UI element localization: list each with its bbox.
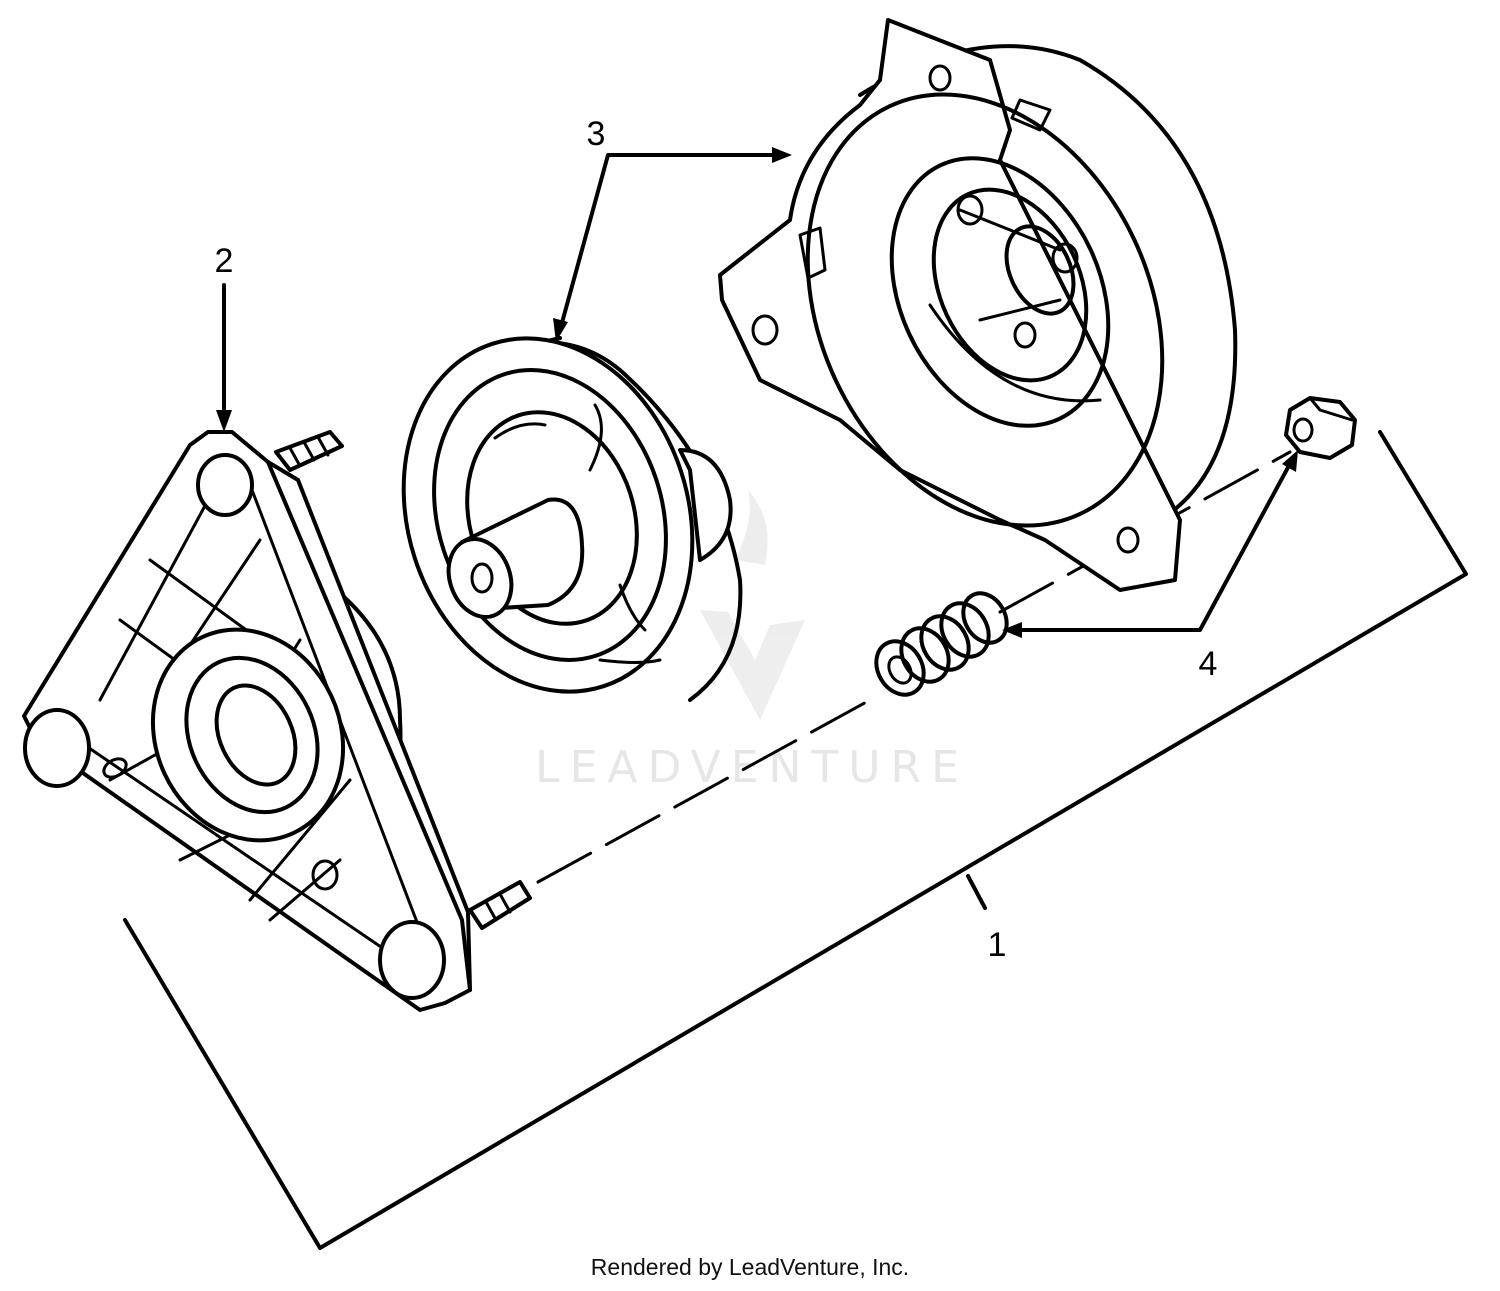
callout-leaders (123, 147, 1468, 1250)
footer-credit: Rendered by LeadVenture, Inc. (590, 1254, 910, 1280)
callout-1: 1 (988, 926, 1007, 964)
callout-4: 4 (1199, 645, 1218, 683)
nut-part (1284, 396, 1357, 460)
pulley-armature-part (401, 336, 743, 702)
callout-2: 2 (215, 242, 234, 280)
callout-3: 3 (587, 115, 606, 153)
watermark-text: LEADVENTURE (535, 742, 969, 793)
watermark-logo-icon (700, 490, 805, 720)
stud-upper (274, 430, 344, 472)
spring-part (874, 591, 1009, 697)
stud-lower (468, 880, 532, 930)
callout-labels: 1 2 3 4 (215, 115, 1218, 964)
clutch-housing-part (718, 18, 1238, 592)
mounting-plate-part (22, 430, 532, 1012)
